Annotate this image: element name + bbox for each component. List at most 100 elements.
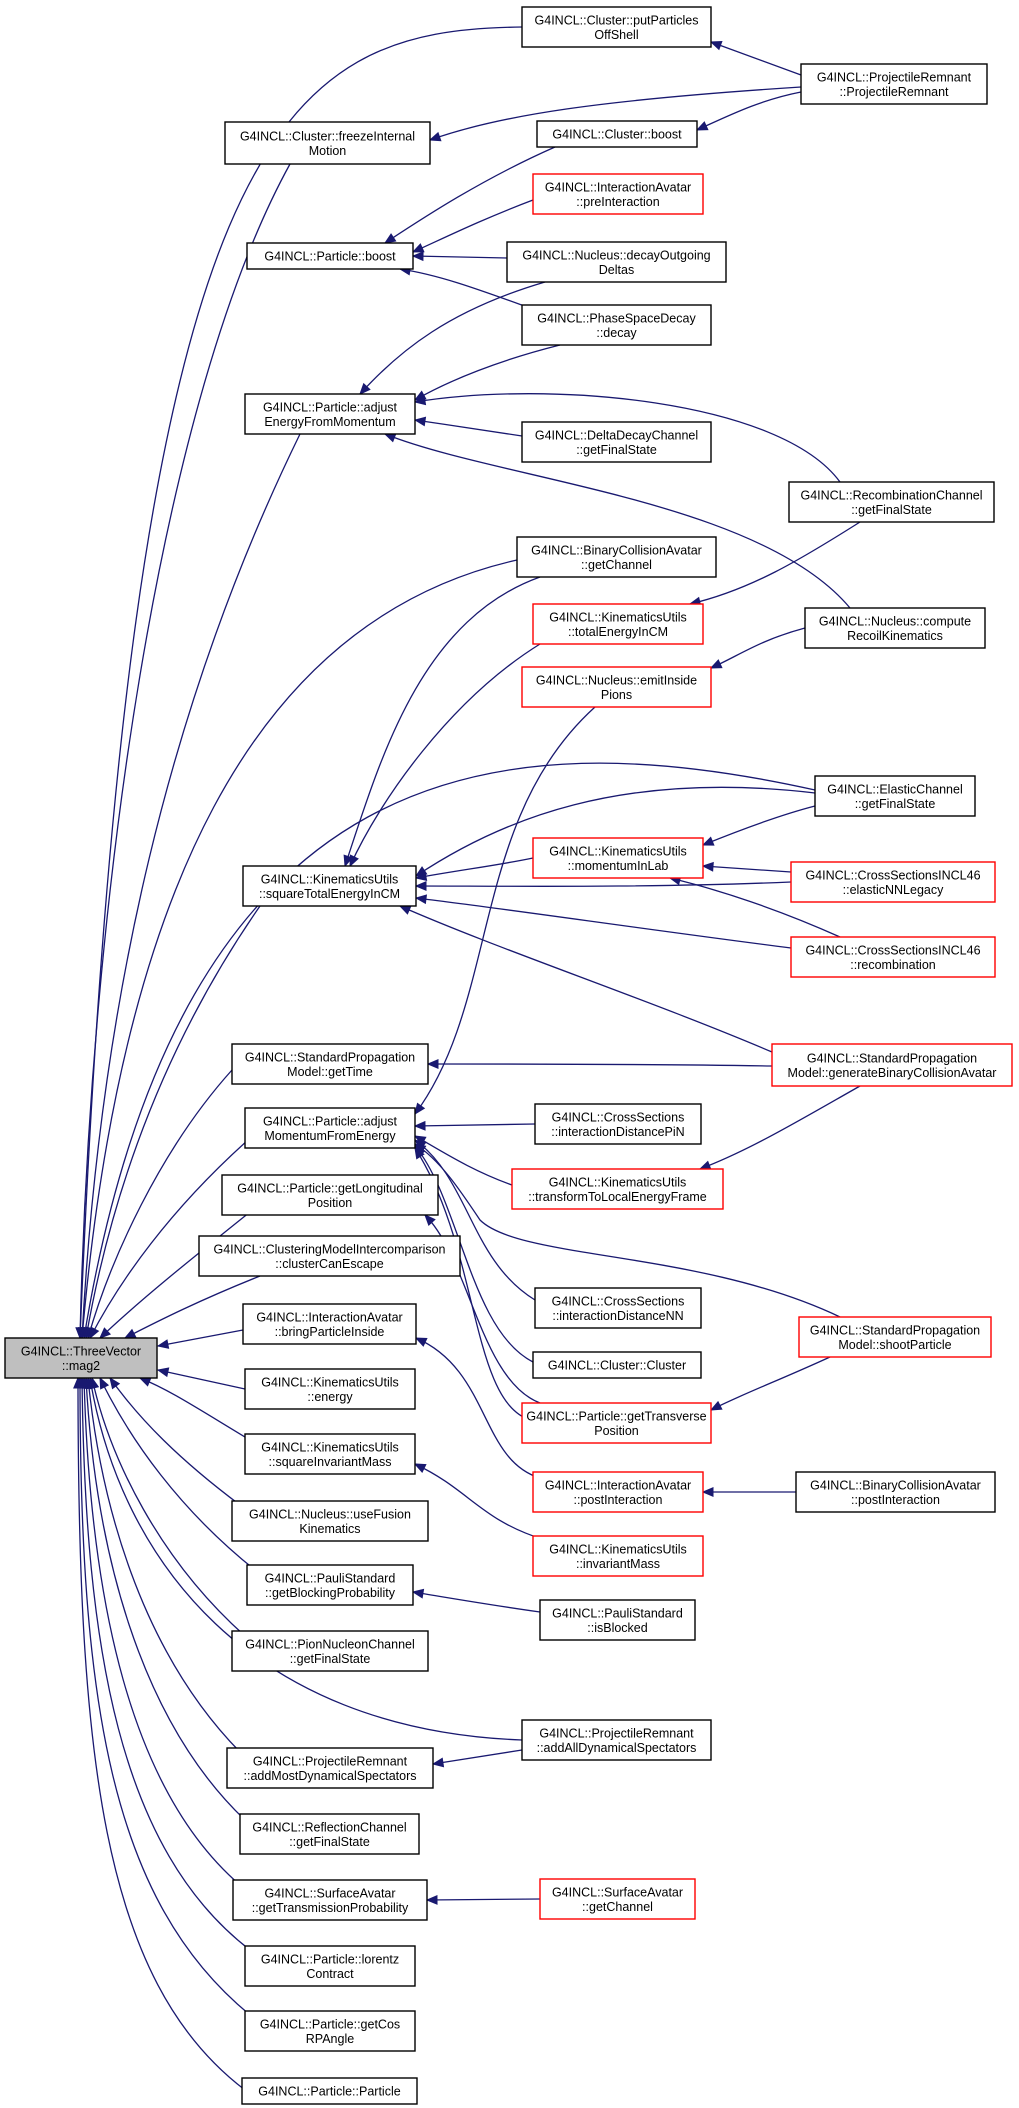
edge-arrowhead <box>156 1367 170 1378</box>
node-box <box>198 1235 461 1277</box>
edge-arrowhead <box>413 1463 427 1474</box>
node-box <box>795 1471 996 1513</box>
node-pionNucleon[interactable]: G4INCL::PionNucleonChannel::getFinalStat… <box>231 1630 429 1672</box>
edge-useFusion-to-root <box>109 1377 241 1506</box>
edge-arrowhead <box>383 433 397 443</box>
node-label-line: G4INCL::SurfaceAvatar <box>264 1886 395 1900</box>
node-clusterCanEscape[interactable]: G4INCL::ClusteringModelIntercomparison::… <box>198 1235 461 1277</box>
node-distanceNN[interactable]: G4INCL::CrossSections::interactionDistan… <box>534 1287 702 1329</box>
node-label-line: G4INCL::Particle::getCos <box>260 2017 400 2031</box>
node-csRecombination[interactable]: G4INCL::CrossSectionsINCL46::recombinati… <box>790 936 996 978</box>
node-clusterCtor[interactable]: G4INCL::Cluster::Cluster <box>532 1351 702 1379</box>
node-shootParticle[interactable]: G4INCL::StandardPropagationModel::shootP… <box>798 1316 992 1358</box>
node-label-line: G4INCL::Cluster::freezeInternal <box>240 129 415 143</box>
node-binaryPostInteraction[interactable]: G4INCL::BinaryCollisionAvatar::postInter… <box>795 1471 996 1513</box>
edge-arrowhead <box>123 1328 137 1339</box>
node-label-line: ::getFinalState <box>851 503 932 517</box>
edge-blockingProb-to-root <box>99 1377 256 1571</box>
node-label-line: ::ProjectileRemnant <box>839 85 949 99</box>
node-momentumInLab[interactable]: G4INCL::KinematicsUtils::momentumInLab <box>532 837 704 879</box>
node-adjustEnergy[interactable]: G4INCL::Particle::adjustEnergyFromMoment… <box>244 393 416 435</box>
node-label-line: G4INCL::ProjectileRemnant <box>253 1754 408 1768</box>
node-isBlocked[interactable]: G4INCL::PauliStandard::isBlocked <box>539 1599 696 1641</box>
edge-distanceNN-to-adjustMomentum <box>414 1139 536 1301</box>
node-label-line: ::preInteraction <box>576 195 659 209</box>
node-addAllDyn[interactable]: G4INCL::ProjectileRemnant::addAllDynamic… <box>521 1719 712 1761</box>
edge-addMostDyn-to-root <box>87 1377 241 1753</box>
node-label-line: ::decay <box>596 326 637 340</box>
node-label-line: G4INCL::ProjectileRemnant <box>817 70 972 84</box>
node-particleCtor[interactable]: G4INCL::Particle::Particle <box>241 2077 418 2105</box>
node-generateBinary[interactable]: G4INCL::StandardPropagationModel::genera… <box>771 1043 1013 1087</box>
node-projRemnantCtor[interactable]: G4INCL::ProjectileRemnant::ProjectileRem… <box>800 63 988 105</box>
edge-projRemnantCtor-to-freezeInternal <box>429 86 802 141</box>
node-particleBoost[interactable]: G4INCL::Particle::boost <box>246 242 414 270</box>
edge-clusterCtor-to-adjustMomentum <box>414 1145 534 1363</box>
node-surfaceGetChannel[interactable]: G4INCL::SurfaceAvatar::getChannel <box>539 1878 696 1920</box>
node-box <box>224 121 431 165</box>
node-box <box>242 865 417 907</box>
node-getLongitudinal[interactable]: G4INCL::Particle::getLongitudinalPositio… <box>221 1174 439 1216</box>
node-distancePiN[interactable]: G4INCL::CrossSections::interactionDistan… <box>534 1103 702 1145</box>
node-box <box>4 1337 158 1379</box>
node-box <box>221 1174 439 1216</box>
node-label-line: Model::generateBinaryCollisionAvatar <box>788 1066 997 1080</box>
node-addMostDyn[interactable]: G4INCL::ProjectileRemnant::addMostDynami… <box>226 1747 434 1789</box>
node-postInteraction[interactable]: G4INCL::InteractionAvatar::postInteracti… <box>532 1471 704 1513</box>
node-clusterBoost[interactable]: G4INCL::Cluster::boost <box>536 120 698 148</box>
node-label-line: G4INCL::Particle::lorentz <box>261 1952 399 1966</box>
node-preInteraction[interactable]: G4INCL::InteractionAvatar::preInteractio… <box>532 173 704 215</box>
node-phaseSpaceDecay[interactable]: G4INCL::PhaseSpaceDecay::decay <box>521 304 712 346</box>
node-reflection[interactable]: G4INCL::ReflectionChannel::getFinalState <box>239 1813 420 1855</box>
node-root[interactable]: G4INCL::ThreeVector::mag2 <box>4 1337 158 1379</box>
node-box <box>246 242 414 270</box>
node-box <box>244 1107 416 1149</box>
edge-arrowhead <box>413 416 427 427</box>
node-label-line: G4INCL::KinematicsUtils <box>261 872 399 886</box>
node-label-line: G4INCL::Cluster::boost <box>552 128 682 142</box>
node-bringParticleInside[interactable]: G4INCL::InteractionAvatar::bringParticle… <box>242 1303 417 1345</box>
node-elasticChannel[interactable]: G4INCL::ElasticChannel::getFinalState <box>814 775 976 817</box>
node-recombination[interactable]: G4INCL::RecombinationChannel::getFinalSt… <box>788 481 995 523</box>
node-squareTotalEnergy[interactable]: G4INCL::KinematicsUtils::squareTotalEner… <box>242 865 417 907</box>
node-transmission[interactable]: G4INCL::SurfaceAvatar::getTransmissionPr… <box>232 1879 428 1921</box>
node-label-line: MomentumFromEnergy <box>264 1129 396 1143</box>
node-box <box>800 63 988 105</box>
node-label-line: G4INCL::BinaryCollisionAvatar <box>810 1478 981 1492</box>
edge-arrowhead <box>414 1146 425 1160</box>
node-kinEnergy[interactable]: G4INCL::KinematicsUtils::energy <box>244 1368 416 1410</box>
edge-phaseSpaceDecay-to-adjustEnergy <box>414 344 561 401</box>
node-invariantMass[interactable]: G4INCL::KinematicsUtils::invariantMass <box>532 1535 704 1577</box>
edge-transmission-to-root <box>83 1377 241 1886</box>
edge-arrowhead <box>411 243 425 253</box>
node-getTime[interactable]: G4INCL::StandardPropagationModel::getTim… <box>231 1043 429 1085</box>
edge-arrowhead <box>426 1059 439 1069</box>
node-label-line: G4INCL::KinematicsUtils <box>549 610 687 624</box>
node-squareInvariantMass[interactable]: G4INCL::KinematicsUtils::squareInvariant… <box>244 1433 416 1475</box>
node-label-line: Kinematics <box>299 1522 360 1536</box>
nodes-layer: G4INCL::ThreeVector::mag2 G4INCL::Cluster… <box>4 6 1013 2105</box>
node-elasticNNLegacy[interactable]: G4INCL::CrossSectionsINCL46::elasticNNLe… <box>790 861 996 903</box>
edge-getLongitudinal-to-root <box>99 1211 251 1339</box>
edge-arrowhead <box>414 881 427 891</box>
node-deltaDecay[interactable]: G4INCL::DeltaDecayChannel::getFinalState <box>521 421 712 463</box>
node-label-line: ::invariantMass <box>576 1557 660 1571</box>
node-label-line: RecoilKinematics <box>847 629 943 643</box>
node-blockingProb[interactable]: G4INCL::PauliStandard::getBlockingProbab… <box>246 1564 414 1606</box>
edges-layer <box>73 26 861 2091</box>
node-adjustMomentum[interactable]: G4INCL::Particle::adjustMomentumFromEner… <box>244 1107 416 1149</box>
node-binaryGetChannel[interactable]: G4INCL::BinaryCollisionAvatar::getChanne… <box>516 536 717 578</box>
node-totalEnergyInCM[interactable]: G4INCL::KinematicsUtils::totalEnergyInCM <box>532 603 704 645</box>
node-box <box>534 1103 702 1145</box>
node-label-line: G4INCL::Particle::getTransverse <box>526 1409 706 1423</box>
node-transformLocal[interactable]: G4INCL::KinematicsUtils::transformToLoca… <box>511 1168 724 1210</box>
